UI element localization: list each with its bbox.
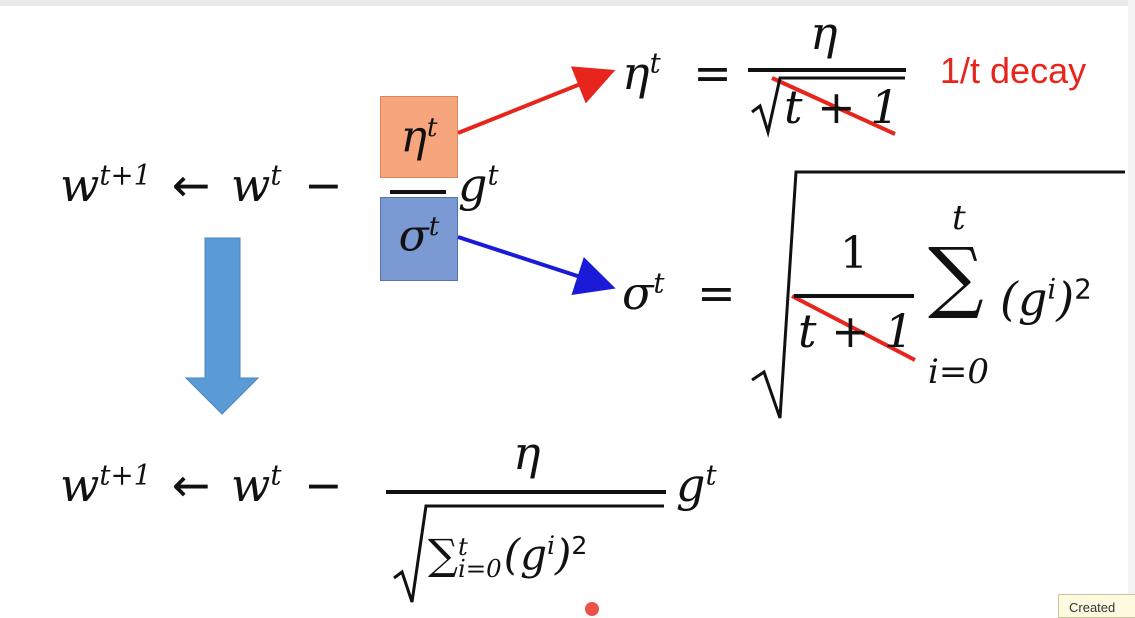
eta-def-numerator: η [810,6,838,60]
sum-lower-limit: i=0 [928,352,989,392]
sigma-strike-line [791,294,916,362]
sigma-sum-term: (gi)2 [1000,272,1092,326]
eq1-fraction-bar [390,190,446,194]
eq2-gradient: gt [676,458,717,512]
down-arrow [184,237,260,415]
sigma-sqrt-sign [751,170,1125,419]
sum-symbol: ∑ [928,232,984,322]
assign-arrow: ← [171,158,211,212]
top-edge-strip [0,0,1135,6]
sigma-frac-bar [794,294,914,298]
eq2-sqrt-sign [393,504,664,603]
eq2-numerator: η [513,426,541,480]
sigma-highlight-box: σt [380,197,458,281]
sigma-def-lhs: σt = [622,266,736,320]
eq2-fraction-bar [386,490,666,494]
w-current-sup: t [270,158,282,192]
minus-sign: − [304,158,343,212]
eta-sqrt-sign [751,76,905,138]
equation-2: wt+1 ← wt − [60,458,343,512]
red-arrow [457,66,616,135]
eq1-gradient: gt [458,158,499,212]
w-next: w [60,158,100,212]
sigma-frac-denominator: t + 1 [798,304,914,358]
equation-1: wt+1 ← wt − [60,158,343,212]
created-tag: Created [1058,594,1135,618]
sigma-frac-numerator: 1 [840,228,868,279]
eta-def-lhs: ηt = [622,46,732,100]
eta-highlight-box: ηt [380,96,458,178]
blue-arrow [457,235,616,296]
decay-note: 1/t decay [940,50,1087,91]
sum-upper-limit: t [952,198,966,238]
pointer-marker [585,602,599,616]
eta-def-denominator: t + 1 [784,80,900,134]
w-current: w [230,158,271,212]
right-edge-strip [1128,0,1135,618]
eta-def-fraction-bar [748,68,906,72]
eta-strike-line [771,76,896,136]
w-next-sup: t+1 [99,158,152,192]
